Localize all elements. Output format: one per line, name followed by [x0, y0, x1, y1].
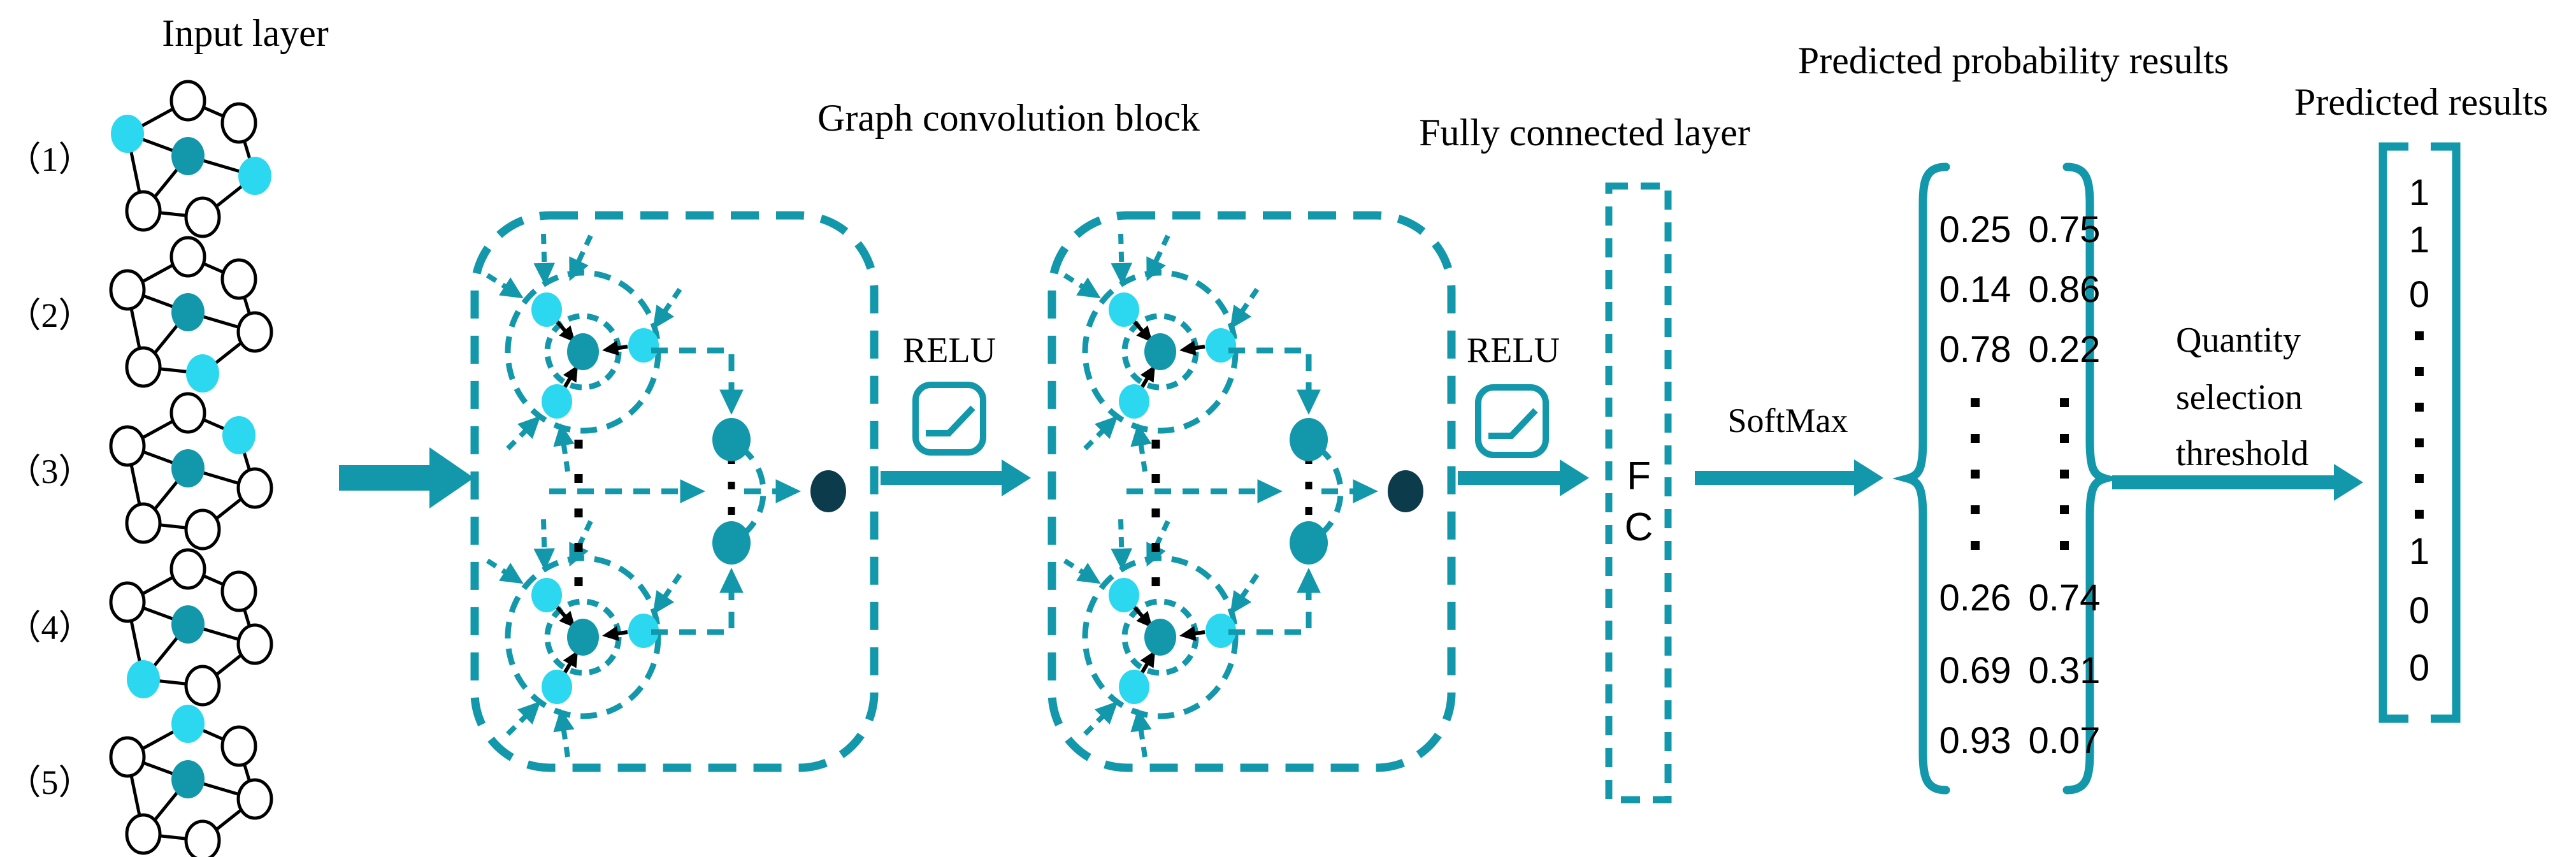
node-bottom: [184, 196, 221, 238]
graph-2-label: （2）: [7, 296, 93, 335]
node-bottom: [184, 508, 221, 551]
node-top: [169, 392, 206, 434]
conv-block-1: [475, 215, 874, 768]
input-graph-2: （2）: [7, 236, 273, 392]
softmax-arrow: [1695, 459, 1883, 496]
relu-2-arrow: [1458, 459, 1589, 496]
input-layer-title: Input layer: [162, 12, 329, 54]
node-bottom-left-highlighted: [127, 660, 160, 698]
node-center: [171, 293, 205, 331]
matrix-cell: 0.22: [2029, 329, 2101, 370]
node-right: [236, 311, 273, 353]
relu-2-icon: [1478, 387, 1546, 455]
node-bottom: [184, 819, 221, 857]
matrix-cell: 0.07: [2029, 720, 2101, 761]
predicted-title: Predicted results: [2294, 81, 2548, 123]
vector-right-bracket: [2431, 142, 2461, 723]
threshold-line-3: threshold: [2176, 434, 2308, 473]
matrix-cell: 0.86: [2029, 269, 2101, 310]
node-right: [236, 778, 273, 820]
vector-left-bracket: [2378, 142, 2408, 723]
node-bottom-highlighted: [186, 354, 219, 392]
matrix-cell: 0.14: [1939, 269, 2011, 310]
relu-1-arrow: [881, 459, 1031, 496]
node-left: [109, 269, 146, 311]
softmax-label: SoftMax: [1728, 401, 1848, 440]
input-graph-5: （5）: [7, 705, 273, 857]
node-center: [171, 760, 205, 798]
quantity-threshold: Quantity selection threshold: [2112, 320, 2363, 501]
graph-3-label: （3）: [7, 452, 93, 491]
node-top-highlighted: [171, 705, 205, 743]
relu-1: RELU: [881, 331, 1031, 496]
node-center: [171, 605, 205, 644]
node-center: [171, 449, 205, 487]
threshold-line-1: Quantity: [2176, 320, 2301, 360]
node-top-right: [220, 725, 257, 767]
node-right-highlighted: [238, 157, 271, 195]
matrix-cell: 0.25: [1939, 209, 2011, 250]
input-graph-1: （1）: [7, 80, 271, 238]
graph-1-label: （1）: [7, 140, 93, 178]
fc-title: Fully connected layer: [1419, 112, 1750, 154]
relu-1-icon: [916, 385, 983, 452]
vector-value: 0: [2409, 274, 2429, 315]
node-top-right-highlighted: [222, 416, 255, 454]
node-right: [236, 623, 273, 665]
node-bottom-left: [125, 502, 162, 544]
vector-value: 0: [2409, 647, 2429, 689]
node-top-right: [220, 258, 257, 300]
threshold-line-2: selection: [2176, 378, 2303, 417]
fc-letter-f: F: [1627, 454, 1651, 498]
vector-value: 0: [2409, 590, 2429, 631]
node-left: [109, 581, 146, 623]
relu-2-label: RELU: [1467, 331, 1560, 370]
vector-value: 1: [2409, 172, 2429, 213]
node-top-right: [220, 102, 257, 144]
node-center: [171, 137, 205, 175]
input-graph-3: （3）: [7, 392, 273, 551]
matrix-cell: 0.31: [2029, 650, 2101, 691]
vector-value: 1: [2409, 219, 2429, 261]
predicted-vector: Predicted results 1 1 0 1 0 0: [2294, 81, 2548, 723]
vector-value: 1: [2409, 531, 2429, 572]
input-to-block-arrow: [339, 447, 474, 508]
matrix-cell: 0.78: [1939, 329, 2011, 370]
node-top: [169, 80, 206, 122]
relu-2: RELU: [1458, 331, 1589, 496]
probability-title: Predicted probability results: [1798, 40, 2229, 82]
node-bottom-left: [125, 346, 162, 388]
matrix-right-brace: [2062, 162, 2121, 795]
node-bottom: [184, 665, 221, 707]
probability-matrix: Predicted probability results 0.25 0.75 …: [1798, 40, 2229, 795]
graph-4-label: （4）: [7, 609, 93, 647]
fc-box: [1605, 182, 1672, 803]
node-top: [169, 236, 206, 278]
matrix-cell: 0.75: [2029, 209, 2101, 250]
fc-letter-c: C: [1625, 505, 1653, 549]
matrix-left-brace: [1892, 162, 1950, 795]
matrix-cell: 0.93: [1939, 720, 2011, 761]
matrix-cell: 0.26: [1939, 577, 2011, 619]
node-top: [169, 548, 206, 590]
relu-1-label: RELU: [903, 331, 996, 370]
threshold-arrow: [2112, 464, 2363, 501]
matrix-cell: 0.69: [1939, 650, 2011, 691]
node-left-highlighted: [111, 115, 144, 153]
node-bottom-left: [125, 190, 162, 232]
conv-block-title: Graph convolution block: [817, 97, 1200, 139]
node-left: [109, 736, 146, 778]
node-bottom-left: [125, 813, 162, 855]
input-graph-4: （4）: [7, 548, 273, 707]
input-layer: Input layer （1） （2）: [7, 12, 329, 857]
node-top-right: [220, 570, 257, 612]
conv-block-2: [1052, 215, 1451, 768]
node-right: [236, 467, 273, 509]
matrix-cell: 0.74: [2029, 577, 2101, 619]
softmax: SoftMax: [1695, 401, 1883, 496]
fully-connected-layer: Fully connected layer F C: [1419, 112, 1750, 803]
node-left: [109, 425, 146, 467]
graph-5-label: （5）: [7, 763, 93, 802]
